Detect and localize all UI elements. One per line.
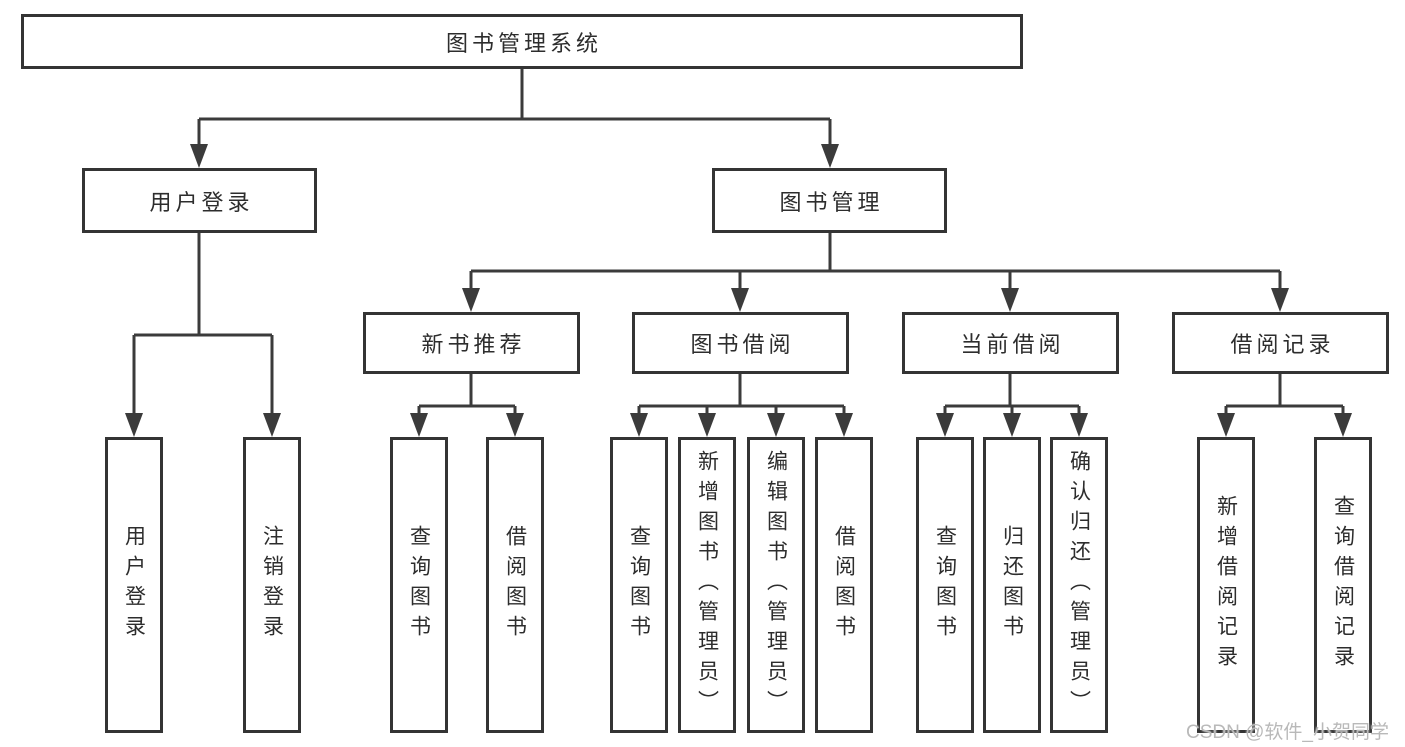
node-new-book-recommend: 新书推荐 <box>363 312 580 374</box>
arrowhead-icon <box>936 413 954 437</box>
leaf-borrow-edit-books-admin: 编辑图书（管理员） <box>747 437 805 733</box>
leaf-recommend-query-books: 查询图书 <box>390 437 448 733</box>
arrowhead-icon <box>462 288 480 312</box>
leaf-borrow-add-books-admin: 新增图书（管理员） <box>678 437 736 733</box>
leaf-records-query-record: 查询借阅记录 <box>1314 437 1372 733</box>
arrowhead-icon <box>1001 288 1019 312</box>
arrowhead-icon <box>1271 288 1289 312</box>
leaf-user-login: 用户登录 <box>105 437 163 733</box>
arrowhead-icon <box>1334 413 1352 437</box>
arrowhead-icon <box>698 413 716 437</box>
leaf-logout: 注销登录 <box>243 437 301 733</box>
node-book-borrow: 图书借阅 <box>632 312 849 374</box>
leaf-current-query-books: 查询图书 <box>916 437 974 733</box>
leaf-borrow-borrow-books: 借阅图书 <box>815 437 873 733</box>
arrowhead-icon <box>767 413 785 437</box>
node-root-title: 图书管理系统 <box>21 14 1023 69</box>
leaf-current-return-books: 归还图书 <box>983 437 1041 733</box>
node-book-management: 图书管理 <box>712 168 947 233</box>
arrowhead-icon <box>731 288 749 312</box>
leaf-recommend-borrow-books: 借阅图书 <box>486 437 544 733</box>
node-user-login: 用户登录 <box>82 168 317 233</box>
arrowhead-icon <box>190 144 208 168</box>
arrowhead-icon <box>506 413 524 437</box>
node-current-borrow: 当前借阅 <box>902 312 1119 374</box>
arrowhead-icon <box>835 413 853 437</box>
node-borrow-records: 借阅记录 <box>1172 312 1389 374</box>
arrowhead-icon <box>410 413 428 437</box>
leaf-borrow-query-books: 查询图书 <box>610 437 668 733</box>
leaf-current-confirm-return-admin: 确认归还（管理员） <box>1050 437 1108 733</box>
arrowhead-icon <box>630 413 648 437</box>
arrowhead-icon <box>1003 413 1021 437</box>
arrowhead-icon <box>263 413 281 437</box>
arrowhead-icon <box>125 413 143 437</box>
arrowhead-icon <box>1217 413 1235 437</box>
arrowhead-icon <box>821 144 839 168</box>
csdn-watermark: CSDN @软件_小贺同学 <box>1186 722 1389 743</box>
arrowhead-icon <box>1070 413 1088 437</box>
leaf-records-add-record: 新增借阅记录 <box>1197 437 1255 733</box>
